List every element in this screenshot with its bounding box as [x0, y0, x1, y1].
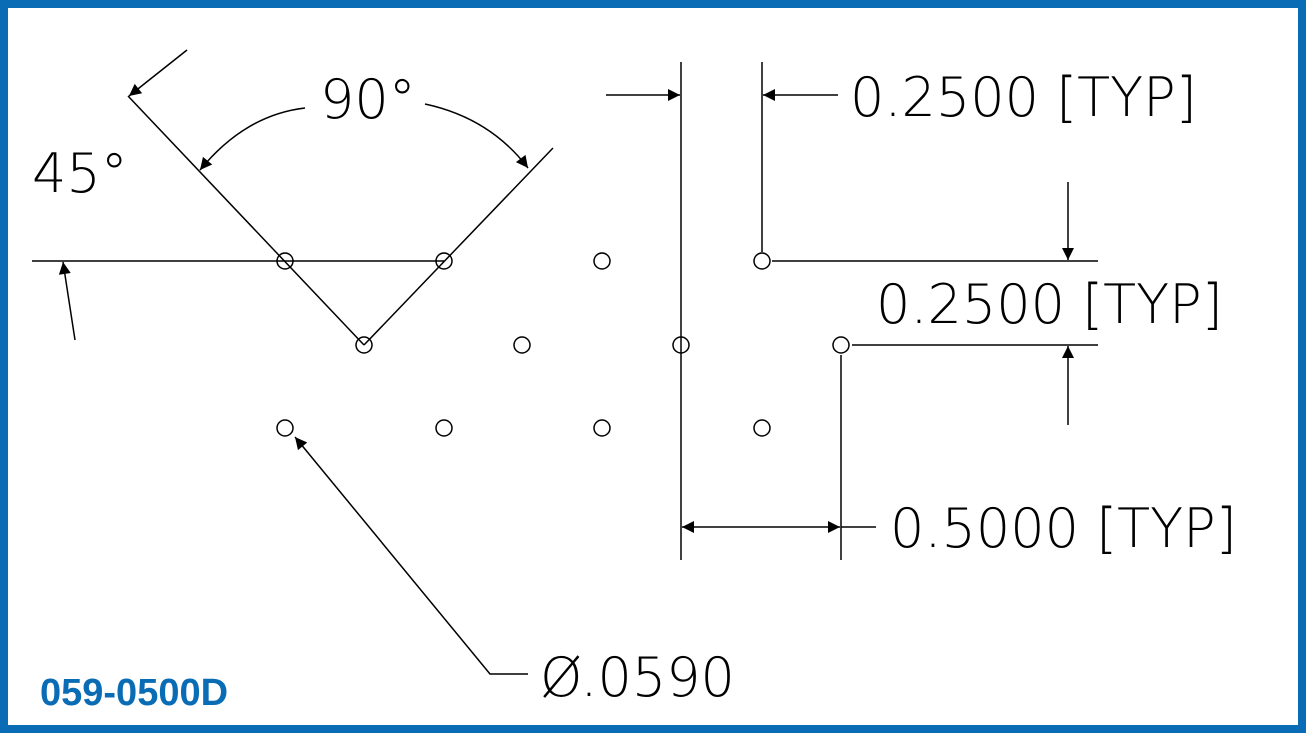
horizontal-spacing-label: 0.2500 [TYP] [850, 66, 1197, 129]
angle-90-label: 90° [320, 68, 416, 131]
hole [753, 252, 771, 270]
hole [355, 336, 373, 354]
row-pitch-label: 0.5000 [TYP] [890, 497, 1237, 560]
angle-leg-right [363, 147, 554, 346]
hole [513, 336, 531, 354]
diameter-leader [294, 436, 528, 675]
angle-leg-left [127, 95, 365, 346]
part-number: 059-0500D [40, 672, 229, 714]
hole [753, 419, 771, 437]
hole [832, 336, 850, 354]
hole [593, 252, 611, 270]
vertical-spacing-label: 0.2500 [TYP] [876, 273, 1223, 336]
angle-90-arc-right [424, 103, 529, 169]
angle-45-label: 45° [32, 142, 128, 205]
hole-diameter-label: Ø.0590 [540, 646, 735, 709]
angle-45-arrow-top [128, 49, 188, 97]
angle-90-arc-left [199, 107, 306, 171]
hole [435, 419, 453, 437]
hole [276, 419, 294, 437]
angle-45-arrow-bottom [58, 261, 76, 341]
hole [593, 419, 611, 437]
